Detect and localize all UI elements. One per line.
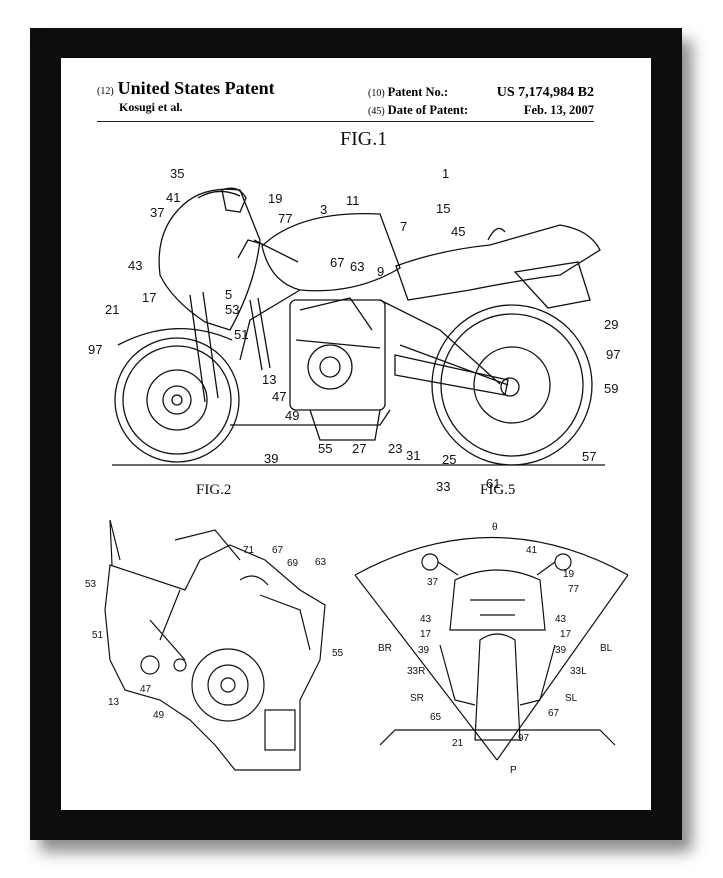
fig2-ref: 63	[315, 557, 327, 568]
patent-header-left: (12)United States Patent Kosugi et al.	[97, 78, 275, 115]
inventor: Kosugi et al.	[119, 100, 183, 114]
fig1-ref: 37	[150, 205, 164, 220]
fig1-ref: 97	[88, 342, 102, 357]
fig1-ref: 43	[128, 258, 142, 273]
fig1-ref: 9	[377, 264, 384, 279]
fig5-ref: 67	[548, 708, 560, 719]
fig5-title: FIG.5	[480, 482, 516, 498]
fig1-reference-numbers: 1 35 41 37 19 77 3 11 15 45 7 43 67 63 9…	[88, 166, 620, 494]
fig1-ref: 15	[436, 201, 450, 216]
fig2-reference-numbers: 71 67 69 63 53 51 55 47 13 49	[85, 545, 344, 721]
fig1-ref: 23	[388, 441, 402, 456]
doc-type: United States Patent	[117, 78, 275, 98]
header-rule	[97, 121, 594, 122]
fig1-ref: 29	[604, 317, 618, 332]
fig1-ref: 67	[330, 255, 344, 270]
fig5-ref: 33L	[570, 666, 587, 677]
fig2-ref: 47	[140, 684, 152, 695]
patent-header-right: (10)Patent No.: US 7,174,984 B2 (45)Date…	[368, 84, 594, 120]
fig1-motorcycle-drawing	[112, 187, 605, 466]
fig5-ref: 33R	[407, 666, 425, 677]
fig2-ref: 67	[272, 545, 284, 556]
fig1-ref: 97	[606, 347, 620, 362]
fig5-ref: P	[510, 765, 517, 776]
fig2-ref: 49	[153, 710, 165, 721]
date-label: Date of Patent:	[387, 103, 469, 117]
fig1-ref: 33	[436, 479, 450, 494]
fig1-ref: 41	[166, 190, 180, 205]
fig1-ref: 21	[105, 302, 119, 317]
fig1-ref: 57	[582, 449, 596, 464]
patent-number: US 7,174,984 B2	[496, 85, 594, 100]
fig5-ref: θ	[492, 522, 498, 533]
fig5-ref: 43	[555, 614, 567, 625]
fig5-ref: 39	[555, 645, 567, 656]
fig2-ref: 55	[332, 648, 344, 659]
fig1-ref: 11	[346, 193, 360, 208]
fig2-ref: 69	[287, 558, 299, 569]
fig5-ref: BL	[600, 643, 613, 654]
fig5-ref: 43	[420, 614, 432, 625]
fig1-ref: 47	[272, 389, 286, 404]
fig1-ref: 45	[451, 224, 465, 239]
fig1-ref: 35	[170, 166, 184, 181]
fig1-ref: 27	[352, 441, 366, 456]
fig1-ref: 77	[278, 211, 292, 226]
fig5-ref: 41	[526, 545, 538, 556]
patent-date: Feb. 13, 2007	[523, 103, 594, 117]
fig5-ref: SR	[410, 693, 424, 704]
fig5-ref: BR	[378, 643, 392, 654]
fig2-ref: 71	[243, 545, 255, 556]
patent-sheet	[61, 58, 651, 810]
fig2-ref: 51	[92, 630, 104, 641]
fig1-ref: 25	[442, 452, 456, 467]
fig2-ref: 13	[108, 697, 120, 708]
fig1-ref: 39	[264, 451, 278, 466]
fig5-ref: 21	[452, 738, 464, 749]
fig5-ref: 37	[427, 577, 439, 588]
fig1-ref: 53	[225, 302, 239, 317]
fig5-ref: 65	[430, 712, 442, 723]
fig1-ref: 19	[268, 191, 282, 206]
fig1-ref: 49	[285, 408, 299, 423]
fig5-ref: 17	[420, 629, 432, 640]
fig2-ref: 53	[85, 579, 97, 590]
fig1-ref: 1	[442, 166, 449, 181]
fig1-ref: 13	[262, 372, 276, 387]
fig5-ref: SL	[565, 693, 578, 704]
type-code: (12)	[97, 86, 114, 97]
fig5-ref: 97	[518, 733, 530, 744]
fig1-ref: 63	[350, 259, 364, 274]
fig1-ref: 31	[406, 448, 420, 463]
fig1-title: FIG.1	[340, 128, 388, 150]
fig1-ref: 17	[142, 290, 156, 305]
fig1-ref: 59	[604, 381, 618, 396]
fig1-ref: 5	[225, 287, 232, 302]
fig2-engine-drawing	[104, 519, 326, 771]
fig5-ref: 39	[418, 645, 430, 656]
fig2-title: FIG.2	[196, 482, 232, 498]
fig5-ref: 77	[568, 584, 580, 595]
fig5-ref: 17	[560, 629, 572, 640]
patent-no-label: Patent No.:	[387, 85, 449, 99]
fig5-front-view-drawing	[354, 536, 629, 761]
fig1-ref: 61	[486, 476, 500, 491]
fig5-reference-labels: θ 41 37 19 77 43 43 17 17 BR BL 39 39 33…	[378, 522, 613, 776]
fig1-ref: 55	[318, 441, 332, 456]
fig1-ref: 3	[320, 202, 327, 217]
date-code: (45)	[368, 106, 385, 117]
fig1-ref: 7	[400, 219, 407, 234]
patent-no-code: (10)	[368, 88, 385, 99]
fig1-ref: 51	[234, 327, 248, 342]
fig5-ref: 19	[563, 569, 575, 580]
